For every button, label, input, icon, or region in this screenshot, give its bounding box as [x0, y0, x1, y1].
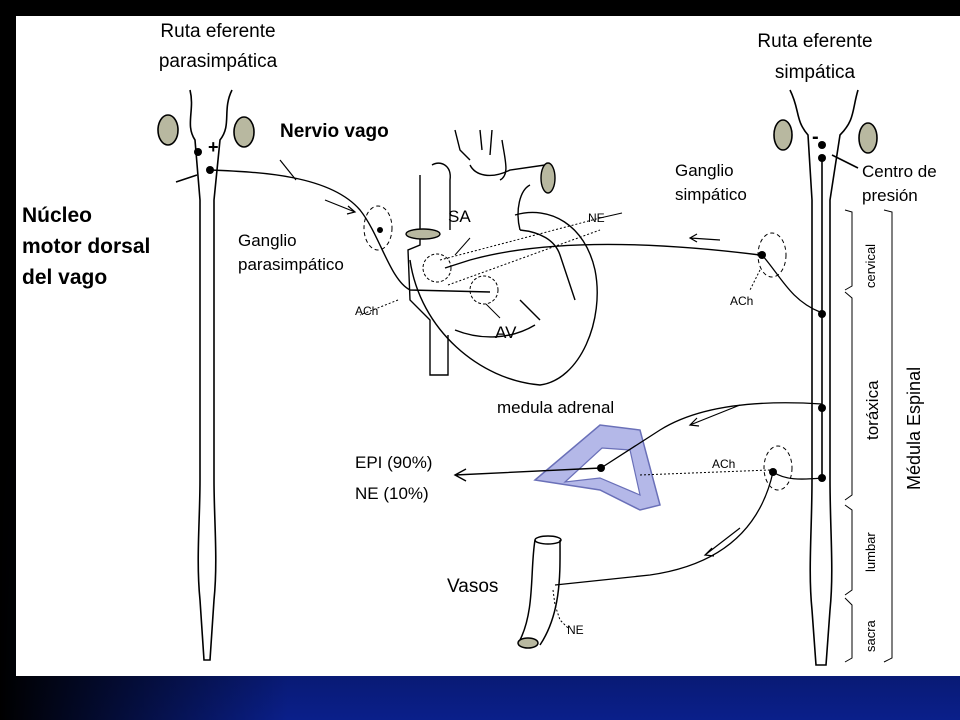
label-nucleus-3: del vago [22, 266, 107, 289]
parasympathetic-cord [157, 89, 255, 661]
label-ne-heart: NE [588, 211, 605, 225]
label-ach-3: ACh [712, 457, 735, 471]
heart [405, 129, 598, 386]
label-simp-ganglion-1: Ganglio [675, 161, 734, 180]
title-parasympathetic-2: parasimpática [159, 51, 278, 72]
sacral-bracket [844, 597, 853, 663]
adrenal-fiber [600, 402, 823, 469]
ganglion-dot [377, 227, 383, 233]
preganglionic-fiber-2 [772, 471, 823, 480]
label-minus: - [812, 126, 819, 148]
sa-node [422, 253, 452, 283]
cervical-bracket [844, 209, 853, 291]
vessel-fiber [554, 471, 774, 586]
ach-leader-1 [359, 299, 399, 316]
vagus-nerve [209, 169, 491, 293]
parasympathetic-ganglion [363, 205, 393, 251]
ach-leader-2 [749, 269, 761, 291]
ne-vessel-leader [552, 589, 569, 629]
thoracic-bracket [844, 291, 853, 501]
label-pressure-center-2: presión [862, 186, 918, 205]
label-thoracic: toráxica [863, 380, 882, 440]
thoracic-dot-2 [818, 404, 826, 412]
lumbar-bracket [844, 504, 853, 596]
ach-dotted-3 [639, 469, 771, 476]
av-node [469, 275, 499, 305]
label-adrenal-medulla: medula adrenal [497, 398, 614, 417]
label-cervical: cervical [863, 244, 878, 288]
sympathetic-cord [773, 89, 878, 666]
title-sympathetic-2: simpática [775, 62, 856, 83]
label-vessels: Vasos [447, 576, 498, 597]
label-plus: + [208, 137, 219, 157]
label-para-ganglion-2: parasimpático [238, 255, 344, 274]
label-epi: EPI (90%) [355, 453, 432, 472]
label-para-ganglion-1: Ganglio [238, 231, 297, 250]
pressure-center-dot-2 [818, 154, 826, 162]
label-spinal-cord: Médula Espinal [904, 367, 924, 490]
label-nucleus-2: motor dorsal [22, 235, 150, 258]
epi-arrow [453, 467, 602, 482]
lumbar-ganglion [763, 445, 793, 491]
vagus-label-leader [279, 159, 297, 181]
label-av: AV [495, 323, 517, 342]
label-pressure-center-1: Centro de [862, 162, 937, 181]
sympathetic-arrow-1 [688, 233, 721, 243]
blood-vessel [517, 535, 562, 649]
label-ach-1: ACh [355, 304, 378, 318]
nucleus-dot [194, 148, 202, 156]
label-sacral: sacra [863, 619, 878, 652]
sa-leader [454, 237, 471, 256]
pressure-center-dot-1 [818, 141, 826, 149]
ne-fibers [439, 217, 601, 286]
spinal-cord-bracket [883, 209, 893, 663]
title-parasympathetic-1: Ruta eferente [160, 21, 275, 42]
label-ach-2: ACh [730, 294, 753, 308]
label-lumbar: lumbar [863, 532, 878, 572]
vagus-arrow [324, 199, 357, 215]
label-ne-vessels: NE [567, 623, 584, 637]
label-vagus-nerve: Nervio vago [280, 121, 389, 142]
label-ne-percent: NE (10%) [355, 484, 429, 503]
label-simp-ganglion-2: simpático [675, 185, 747, 204]
adrenal-arrow [688, 404, 741, 427]
vessel-arrow [703, 527, 741, 557]
ne-leader [599, 212, 623, 219]
label-nucleus-1: Núcleo [22, 204, 92, 227]
sympathetic-cardiac-fiber [444, 243, 761, 269]
label-sa: SA [448, 207, 471, 226]
thoracic-dot-1 [818, 310, 826, 318]
av-leader [485, 303, 501, 319]
title-sympathetic-1: Ruta eferente [757, 31, 872, 52]
